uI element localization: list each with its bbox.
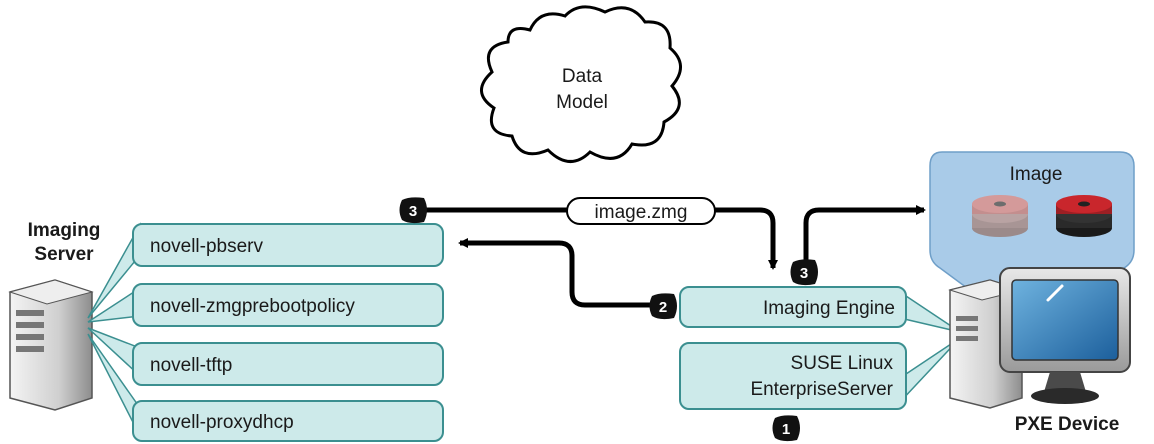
pxe-device: PXE Device — [948, 267, 1131, 435]
monitor-icon — [999, 267, 1131, 404]
file-label-pill: image.zmg — [566, 197, 716, 225]
service-label-tftp: novell-tftp — [150, 355, 232, 376]
step-badge-engine-in: 2 — [649, 293, 677, 320]
file-label: image.zmg — [595, 202, 688, 223]
service-box-pbserv: novell-pbserv — [132, 223, 444, 267]
service-box-tftp: novell-tftp — [132, 342, 444, 386]
cloud-line-2: Model — [556, 92, 608, 113]
imaging-engine-box: Imaging Engine — [679, 286, 907, 328]
imaging-server-label-1: Imaging — [28, 220, 101, 241]
os-line-1: SUSE Linux — [791, 353, 894, 374]
disk-stack-icon — [1056, 195, 1112, 237]
arrow-engine-to-pbserv — [458, 238, 665, 308]
arrow-engine-to-image — [803, 205, 926, 262]
imaging-engine-label: Imaging Engine — [763, 298, 895, 319]
step-badge-engine-in-number: 2 — [659, 299, 667, 316]
flow-arrows — [424, 205, 926, 308]
disk-stack-faded-icon — [972, 195, 1028, 237]
data-model-cloud: Data Model — [480, 5, 682, 163]
step-badge-engine-out: 3 — [790, 259, 818, 286]
step-badge-top: 3 — [399, 197, 427, 224]
suse-linux-box: SUSE Linux EnterpriseServer — [679, 342, 907, 410]
step-badge-os-number: 1 — [782, 421, 790, 438]
step-badge-os: 1 — [772, 415, 800, 442]
service-label-pbserv: novell-pbserv — [150, 236, 263, 257]
cloud-line-1: Data — [562, 66, 603, 87]
step-badge-top-number: 3 — [409, 203, 417, 220]
os-line-2: EnterpriseServer — [750, 379, 893, 400]
imaging-server-label-2: Server — [34, 244, 94, 265]
server-tower-icon — [8, 279, 94, 411]
service-box-zmgprebootpolicy: novell-zmgprebootpolicy — [132, 283, 444, 327]
service-label-zmgprebootpolicy: novell-zmgprebootpolicy — [150, 296, 355, 317]
image-panel-title: Image — [1010, 164, 1063, 185]
service-box-proxydhcp: novell-proxydhcp — [132, 400, 444, 442]
step-badge-engine-out-number: 3 — [800, 265, 808, 282]
service-label-proxydhcp: novell-proxydhcp — [150, 412, 294, 433]
imaging-server: Imaging Server — [8, 220, 101, 411]
pxe-device-label: PXE Device — [1015, 414, 1120, 435]
arrow-image-download — [424, 207, 778, 270]
